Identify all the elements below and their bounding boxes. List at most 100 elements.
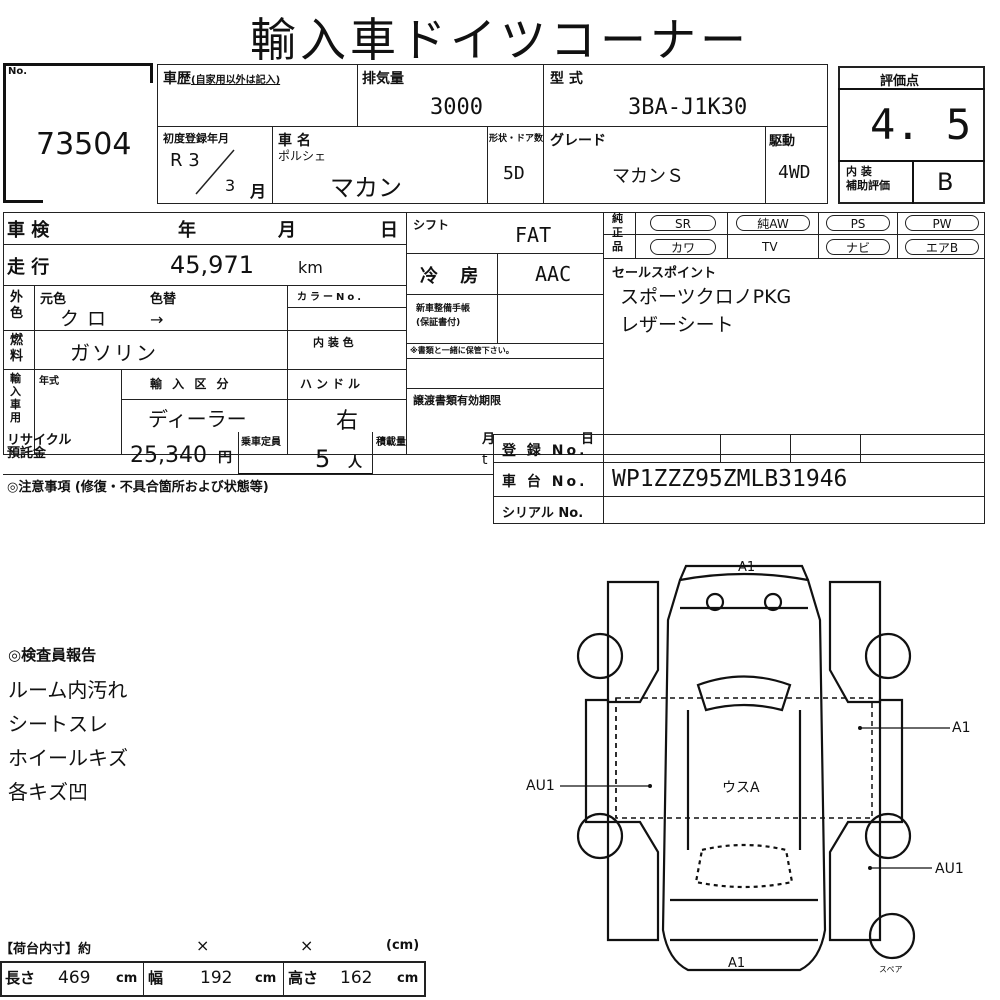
interior-color-label: 内 装 色 <box>313 336 354 349</box>
spec-grid <box>3 212 985 455</box>
height-cm: cm <box>397 971 419 986</box>
height-value: 162 <box>340 968 373 988</box>
recycle-value: 25,340 <box>130 443 207 468</box>
inspection-month: 月 <box>278 220 296 241</box>
left-rear-fender <box>606 820 660 942</box>
rear-window <box>694 843 794 889</box>
service-book-note: ※書類と一緒に保管下さい。 <box>410 346 514 355</box>
orig-color-label: 元色 <box>40 292 67 307</box>
cargo-header: 【荷台内寸】約 <box>0 942 92 957</box>
registration-table <box>493 434 985 524</box>
cargo-x1: × <box>196 936 210 955</box>
inspection-label: 車 検 <box>7 220 50 241</box>
width-value: 192 <box>200 968 233 988</box>
first-reg-month-unit: 月 <box>250 182 267 201</box>
color-no-label: カラーNo. <box>297 292 365 303</box>
right-door <box>878 698 904 824</box>
equip-airbag: エアB <box>905 239 979 255</box>
interior-score-value: B <box>937 168 954 196</box>
no-value: 73504 <box>36 127 132 162</box>
wheel-rear-left <box>576 812 624 860</box>
import-year-label: 年式 <box>39 376 59 387</box>
exterior-label: 外 色 <box>10 290 24 321</box>
inspection-year: 年 <box>178 220 196 241</box>
car-maker: ポルシェ <box>278 149 327 163</box>
equip-tv: TV <box>762 240 778 254</box>
equip-aw: 純AW <box>736 215 810 231</box>
width-label: 幅 <box>148 969 164 987</box>
displacement-label: 排気量 <box>362 71 404 87</box>
orig-color-value: クロ <box>60 308 115 330</box>
cargo-x2: × <box>300 936 314 955</box>
equipment-label: 純 正 品 <box>612 212 623 253</box>
capacity-value: 5 <box>315 445 331 473</box>
cargo-table <box>0 961 426 997</box>
mileage-label: 走 行 <box>7 257 50 278</box>
damage-right-lower: AU1 <box>935 861 964 877</box>
capacity-label: 乗車定員 <box>241 437 281 448</box>
damage-top: A1 <box>738 560 756 575</box>
equip-sr: SR <box>650 215 716 231</box>
displacement-value: 3000 <box>430 95 483 120</box>
shift-label: シフト <box>413 218 450 232</box>
transfer-month: 月 <box>482 432 496 447</box>
inspector-title: ◎検査員報告 <box>8 646 97 664</box>
left-door <box>584 698 610 824</box>
handle-label: ハンドル <box>300 377 365 391</box>
notes-label: ◎注意事項 (修復・不具合箇所および状態等) <box>7 480 269 495</box>
registration-label: 登 録 No. <box>502 443 588 459</box>
no-box <box>3 63 153 203</box>
spare-tire <box>868 912 916 960</box>
spare-label: スペア <box>879 965 903 974</box>
drive-value: 4WD <box>778 162 811 183</box>
info-grid <box>157 64 828 204</box>
grade-value: マカンＳ <box>612 166 684 187</box>
mileage-value: 45,971 <box>170 251 254 279</box>
equip-navi: ナビ <box>826 239 890 255</box>
height-label: 高さ <box>288 969 319 987</box>
inspector-item-1: ルーム内汚れ <box>8 678 128 702</box>
sales-point-2: レザーシート <box>620 314 734 336</box>
wheel-front-left <box>576 632 624 680</box>
aircon-value: AAC <box>535 262 572 286</box>
doors-label: 形状・ドア数 <box>489 134 544 144</box>
model-code-label: 型 式 <box>550 71 583 87</box>
length-cm: cm <box>116 971 138 986</box>
interior-score-label: 内 装 補助評価 <box>846 165 890 192</box>
capacity-unit: 人 <box>348 455 362 471</box>
damage-center: ウスA <box>722 780 760 796</box>
equip-pw: PW <box>905 215 979 231</box>
date-slash <box>195 149 235 195</box>
damage-right-upper: A1 <box>952 720 971 736</box>
right-rear-fender <box>828 820 882 942</box>
shift-value: FAT <box>515 223 552 247</box>
car-damage-diagram <box>560 564 950 972</box>
inspector-item-3: ホイールキズ <box>8 746 128 770</box>
score-label: 評価点 <box>880 74 920 89</box>
page-title: 輸入車ドイツコーナー <box>250 13 750 67</box>
grade-label: グレード <box>550 133 606 149</box>
aircon-label: 冷 房 <box>420 266 487 287</box>
change-color-label: 色替 <box>150 292 177 307</box>
front-bumper <box>678 564 810 581</box>
width-cm: cm <box>255 971 277 986</box>
car-body <box>661 572 827 972</box>
score-value: 4. 5 <box>870 100 972 149</box>
fuel-value: ガソリン <box>70 341 158 365</box>
first-reg-label: 初度登録年月 <box>163 132 229 145</box>
sales-point-1: スポーツクロノPKG <box>620 286 792 308</box>
import-class-label: 輸 入 区 分 <box>150 377 232 391</box>
drive-label: 駆動 <box>769 134 796 149</box>
import-label: 輸 入 車 用 <box>10 372 21 424</box>
wheel-rear-right <box>864 812 912 860</box>
color-arrow: → <box>150 310 164 329</box>
first-reg-era: R 3 <box>170 150 200 171</box>
inspector-item-4: 各キズ凹 <box>8 780 88 804</box>
doors-value: 5D <box>503 163 525 184</box>
length-label: 長さ <box>5 969 36 987</box>
score-box <box>838 66 985 204</box>
damage-left: AU1 <box>526 778 555 794</box>
model-code-value: 3BA-J1K30 <box>628 95 748 120</box>
damage-bottom: A1 <box>728 956 746 971</box>
transfer-day: 日 <box>581 432 595 447</box>
